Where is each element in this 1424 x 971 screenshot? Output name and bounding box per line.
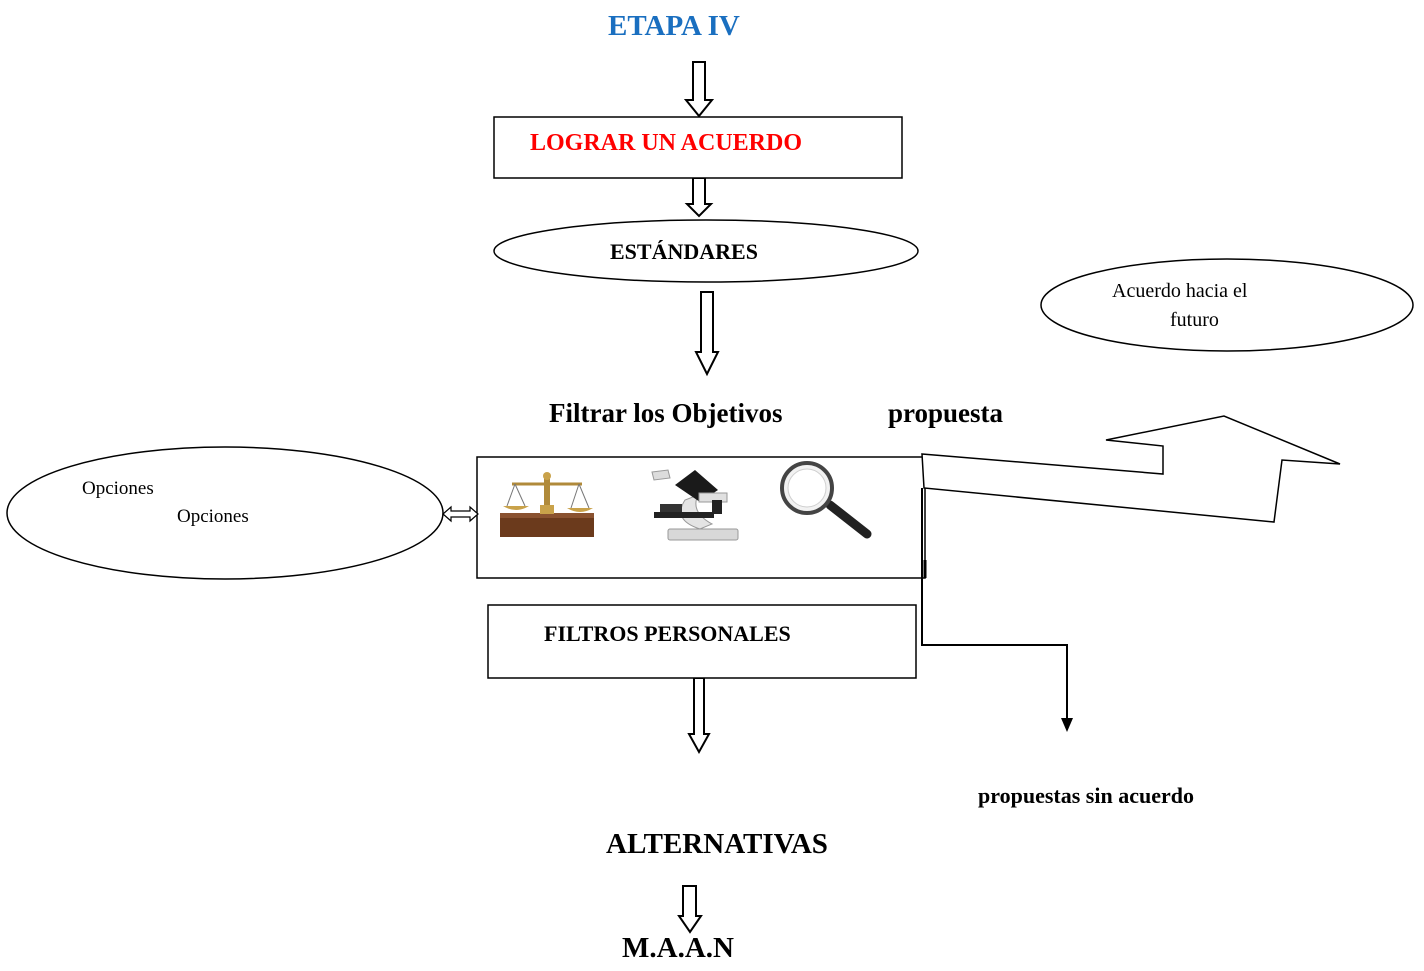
arrow-down-1 <box>683 61 715 118</box>
opciones-label-2: Opciones <box>177 506 249 527</box>
magnifying-glass-icon <box>780 461 872 539</box>
arrow-down-3 <box>694 291 720 377</box>
connector-arrowhead <box>1061 718 1073 732</box>
arrow-down-5 <box>677 885 703 934</box>
opciones-ellipse <box>6 446 444 580</box>
estandares-ellipse <box>493 219 919 283</box>
acuerdo-futuro-ellipse <box>1040 258 1414 352</box>
arrow-down-4 <box>687 677 711 755</box>
propuesta-label: propuesta <box>888 398 1004 428</box>
lograr-acuerdo-label: LOGRAR UN ACUERDO <box>530 130 803 156</box>
stage-title: ETAPA IV <box>608 10 740 42</box>
lograr-acuerdo-box <box>493 116 903 179</box>
alternativas-label: ALTERNATIVAS <box>606 828 828 860</box>
opciones-label-1: Opciones <box>82 478 154 499</box>
double-arrow <box>442 505 479 523</box>
microscope-icon <box>651 469 739 541</box>
connector-line <box>921 488 1068 720</box>
filtros-personales-box <box>487 604 917 679</box>
balance-scale-icon <box>500 472 594 537</box>
acuerdo-futuro-label-2: futuro <box>1170 309 1219 331</box>
bent-up-arrow <box>921 415 1341 523</box>
filtrar-objetivos-label: Filtrar los Objetivos <box>549 398 783 428</box>
acuerdo-futuro-label-1: Acuerdo hacia el <box>1112 280 1248 302</box>
estandares-label: ESTÁNDARES <box>610 239 758 264</box>
filtros-personales-label: FILTROS PERSONALES <box>544 621 791 646</box>
propuestas-sin-acuerdo-label: propuestas sin acuerdo <box>978 783 1194 808</box>
arrow-down-2 <box>684 177 714 218</box>
maan-label: M.A.A.N <box>622 932 734 964</box>
